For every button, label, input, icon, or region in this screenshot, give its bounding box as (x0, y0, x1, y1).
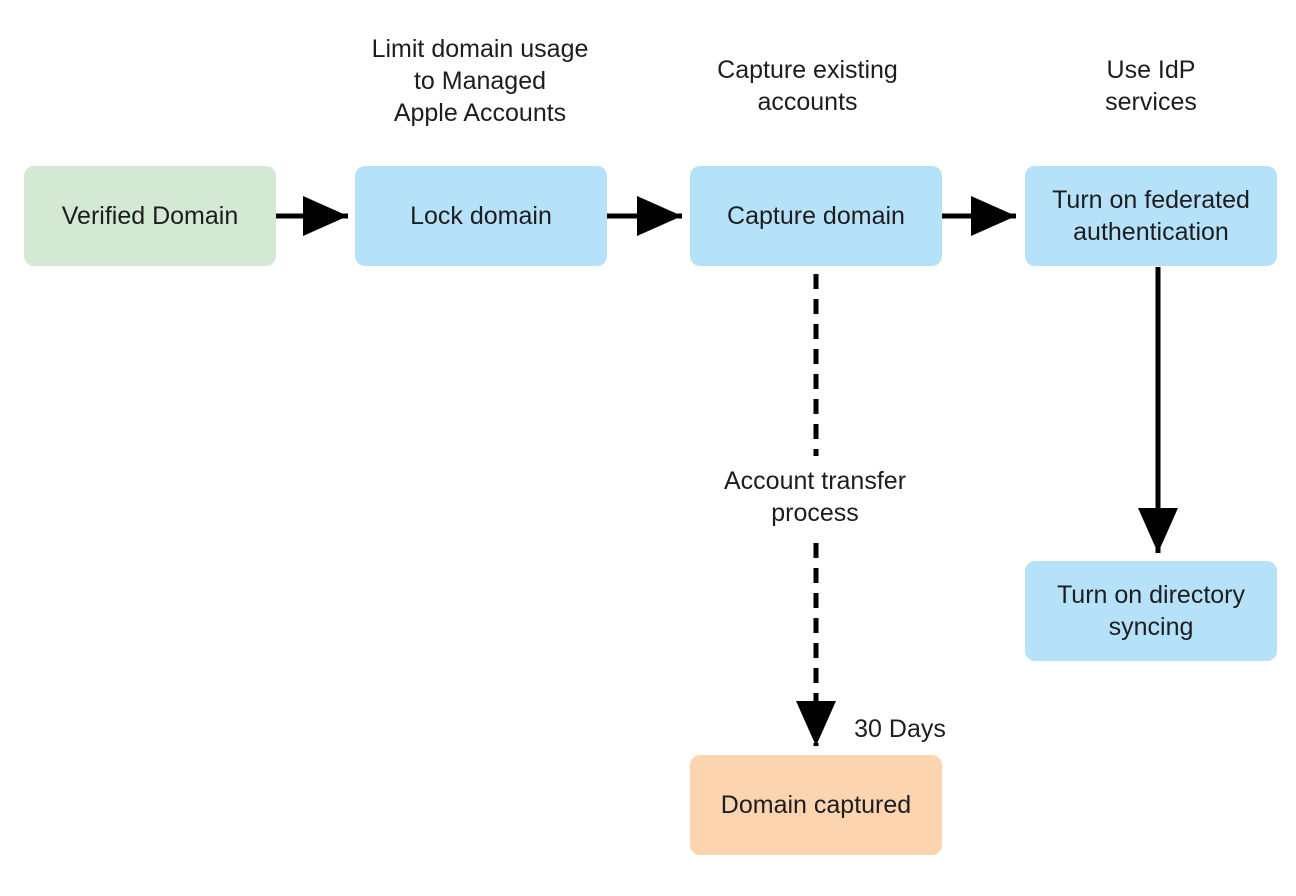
caption-lock-domain: Limit domain usage to Managed Apple Acco… (371, 35, 589, 127)
node-federated-authentication: Turn on federated authentication (1025, 166, 1277, 266)
caption-idp-services: Use IdP services (1105, 56, 1197, 116)
node-directory-syncing: Turn on directory syncing (1025, 561, 1277, 661)
caption-30-days: 30 Days (854, 715, 946, 743)
node-verified-domain: Verified Domain (24, 166, 276, 266)
caption-account-transfer: Account transfer process (723, 467, 907, 527)
node-capture-domain: Capture domain (690, 166, 942, 266)
caption-capture-domain: Capture existing accounts (717, 56, 898, 116)
node-lock-domain: Lock domain (355, 166, 607, 266)
node-domain-captured: Domain captured (690, 755, 942, 855)
